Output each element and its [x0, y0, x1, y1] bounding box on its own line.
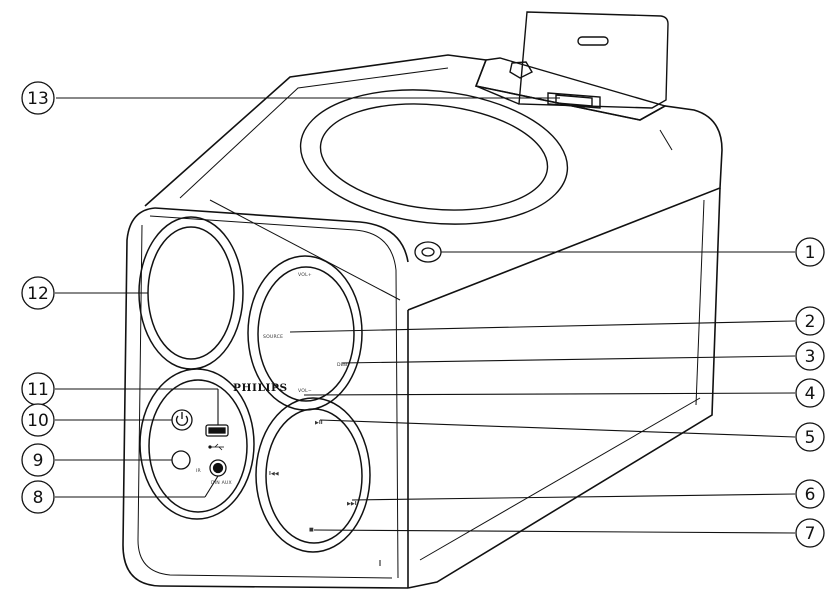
callout-6: 6	[795, 479, 825, 509]
control-disc-lower-right	[255, 397, 371, 553]
callout-1: 1	[795, 237, 825, 267]
callout-5-number: 5	[805, 428, 816, 448]
callout-2: 2	[795, 306, 825, 336]
brand-logo: PHILIPS	[233, 382, 288, 394]
leader-lines	[55, 97, 796, 534]
aux-in-label: DIN AUX	[211, 480, 232, 486]
callout-4-number: 4	[805, 384, 816, 404]
callout-12-number: 12	[27, 284, 49, 304]
vol-plus-label[interactable]: VOL+	[298, 272, 312, 278]
prev-label[interactable]: I◀◀	[269, 471, 279, 477]
callout-11: 11	[21, 372, 55, 406]
callout-5: 5	[795, 422, 825, 452]
top-surface	[144, 54, 723, 311]
dbb-label[interactable]: DBB	[337, 362, 347, 368]
source-label[interactable]: SOURCE	[263, 334, 283, 340]
dock-slot	[577, 36, 609, 46]
callout-10: 10	[21, 403, 55, 437]
callout-9: 9	[21, 443, 55, 477]
callout-7: 7	[795, 518, 825, 548]
front-face	[122, 207, 409, 589]
side-face	[407, 187, 721, 589]
power-button[interactable]	[171, 409, 193, 431]
callout-11-number: 11	[27, 380, 49, 400]
stop-label[interactable]: ■	[309, 527, 314, 533]
ir-sensor	[171, 450, 191, 470]
control-disc-lower-left	[139, 368, 255, 520]
usb-socket[interactable]	[205, 424, 229, 437]
callout-6-number: 6	[805, 485, 816, 505]
top-standby-button[interactable]	[414, 241, 442, 263]
dock-back-panel	[518, 11, 669, 109]
callout-3-number: 3	[805, 347, 816, 367]
callout-8: 8	[21, 480, 55, 514]
callout-12: 12	[21, 276, 55, 310]
callout-13: 13	[21, 81, 55, 115]
aux-in-jack[interactable]	[209, 459, 227, 477]
vol-minus-label[interactable]: VOL−	[298, 388, 312, 394]
dock-connector	[509, 61, 533, 79]
callout-2-number: 2	[805, 312, 816, 332]
speaker-body	[122, 54, 723, 589]
callout-7-number: 7	[805, 524, 816, 544]
callout-3: 3	[795, 341, 825, 371]
callout-4: 4	[795, 378, 825, 408]
callout-13-number: 13	[27, 89, 49, 109]
ir-label: IR	[196, 468, 202, 474]
usb-icon	[208, 443, 224, 451]
callout-10-number: 10	[27, 411, 49, 431]
next-label[interactable]: ▶▶I	[347, 501, 357, 507]
callout-9-number: 9	[33, 451, 44, 471]
speaker-grille	[138, 216, 244, 370]
top-subwoofer	[299, 89, 569, 225]
callout-8-number: 8	[33, 488, 44, 508]
dock-assembly	[475, 11, 669, 121]
callout-1-number: 1	[805, 243, 816, 263]
play-pause-label[interactable]: ▶II	[315, 420, 323, 426]
dock-tray	[475, 57, 667, 121]
